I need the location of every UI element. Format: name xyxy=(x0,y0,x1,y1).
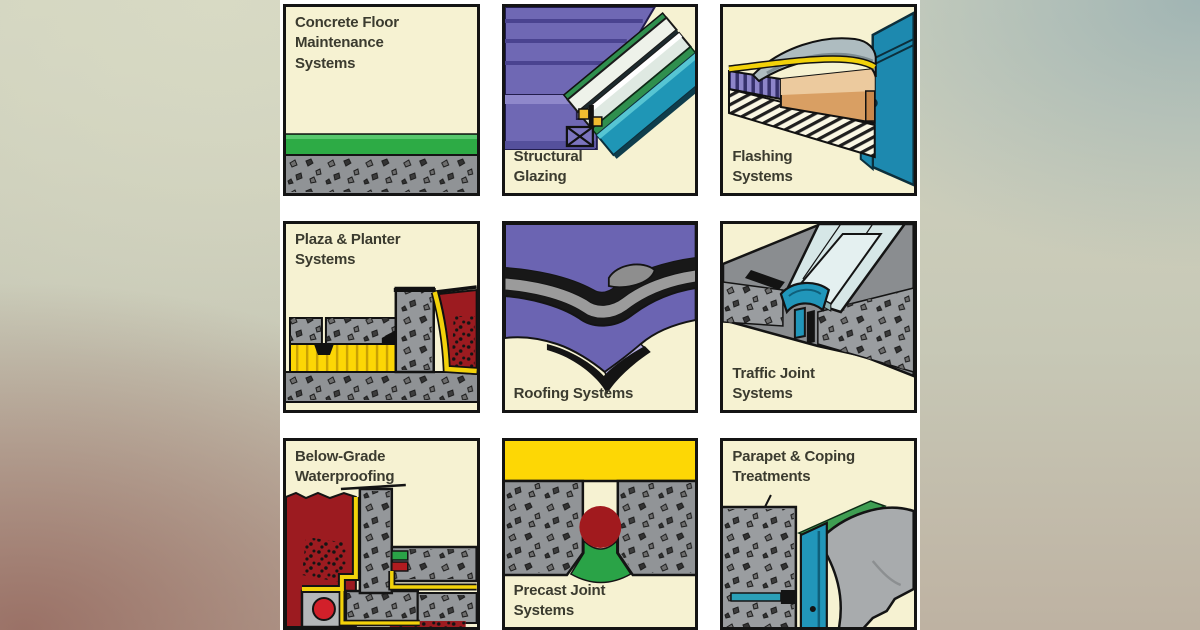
panel-label: Below-Grade Waterproofing xyxy=(295,448,395,486)
parapet-coping-illustration xyxy=(723,494,914,627)
panel-concrete-floor-maintenance: Concrete Floor Maintenance Systems xyxy=(283,4,480,196)
panel-label: Precast Joint Systems xyxy=(513,581,606,619)
precast-joint-illustration xyxy=(504,441,696,584)
panel-below-grade-waterproofing: Below-Grade Waterproofing xyxy=(283,438,480,630)
panel-label: Parapet & Coping Treatments xyxy=(732,448,855,486)
panel-structural-glazing: Structural Glazing xyxy=(501,4,699,196)
concrete-floor-illustration xyxy=(286,133,477,193)
panel-traffic-joint: Traffic Joint Systems xyxy=(720,221,917,413)
panel-parapet-coping: Parapet & Coping Treatments xyxy=(720,438,917,630)
below-grade-illustration xyxy=(286,483,477,627)
nine-panel-collage: Concrete Floor Maintenance Systems S xyxy=(280,0,920,630)
roofing-illustration xyxy=(504,224,696,394)
panel-label: Plaza & Planter Systems xyxy=(295,231,401,269)
traffic-joint-illustration xyxy=(723,224,914,378)
panel-label: Roofing Systems xyxy=(513,384,634,402)
panel-label: Flashing Systems xyxy=(732,147,793,185)
flashing-illustration xyxy=(728,11,914,187)
panel-plaza-planter: Plaza & Planter Systems xyxy=(283,221,480,413)
panel-roofing-systems: Roofing Systems xyxy=(501,221,699,413)
panel-precast-joint: Precast Joint Systems xyxy=(501,438,699,630)
plaza-planter-illustration xyxy=(286,285,477,403)
panel-label: Concrete Floor Maintenance Systems xyxy=(295,14,399,72)
structural-glazing-illustration xyxy=(504,7,696,159)
panel-flashing-systems: Flashing Systems xyxy=(720,4,917,196)
panel-label: Traffic Joint Systems xyxy=(732,364,815,402)
panel-label: Structural Glazing xyxy=(513,147,583,185)
